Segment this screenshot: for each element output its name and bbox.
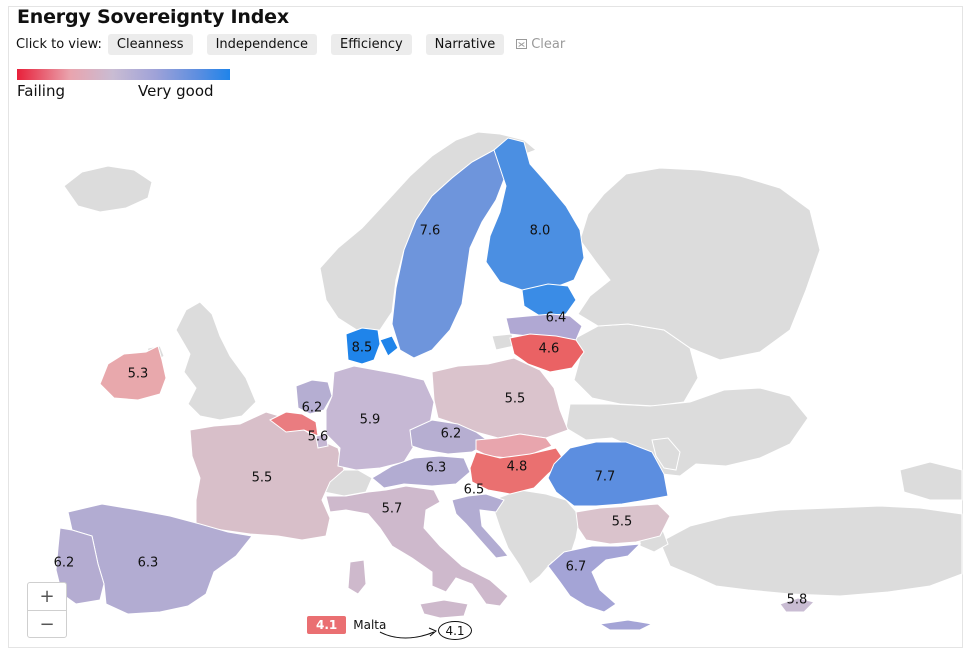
label-romania: 7.7 xyxy=(595,470,616,485)
label-austria: 6.3 xyxy=(426,461,447,476)
label-lithuania: 4.6 xyxy=(539,342,560,357)
country-greece[interactable] xyxy=(547,543,642,613)
country-germany[interactable] xyxy=(325,365,435,471)
country-austria[interactable] xyxy=(371,455,471,489)
country-lithuania[interactable] xyxy=(509,333,585,373)
malta-name: Malta xyxy=(353,618,387,632)
country-denmark[interactable] xyxy=(345,327,399,365)
clear-button[interactable]: Clear xyxy=(516,37,565,52)
country-bulgaria[interactable] xyxy=(575,503,671,545)
malta-badge: 4.1 xyxy=(307,616,347,634)
country-romania[interactable] xyxy=(547,441,669,507)
label-finland: 8.0 xyxy=(530,224,551,239)
country-belgium[interactable] xyxy=(269,411,319,437)
legend-low-label: Failing xyxy=(17,82,65,100)
page-title: Energy Sovereignty Index xyxy=(17,6,289,28)
label-cyprus: 5.8 xyxy=(787,593,808,608)
clear-label: Clear xyxy=(531,36,566,52)
country-italy-sicily[interactable] xyxy=(419,599,469,619)
country-poland[interactable] xyxy=(431,357,569,439)
view-button-narrative[interactable]: Narrative xyxy=(425,33,505,55)
zoom-in-button[interactable]: + xyxy=(39,586,55,607)
country-ireland[interactable] xyxy=(99,345,167,401)
country-turkey xyxy=(659,505,963,597)
label-sweden: 7.6 xyxy=(420,224,441,239)
label-czechia: 6.2 xyxy=(441,427,462,442)
view-prompt: Click to view: xyxy=(16,36,102,52)
country-italy[interactable] xyxy=(325,485,509,607)
country-portugal[interactable] xyxy=(55,527,105,605)
zoom-out-button[interactable]: − xyxy=(28,610,66,638)
country-luxembourg[interactable] xyxy=(315,433,329,449)
country-cyprus[interactable] xyxy=(779,597,815,613)
country-france[interactable] xyxy=(189,411,345,541)
view-button-independence[interactable]: Independence xyxy=(206,33,318,55)
legend-high-label: Very good xyxy=(138,82,214,100)
country-croatia[interactable] xyxy=(451,493,509,559)
malta-callout: 4.1 Malta xyxy=(307,616,386,634)
country-labels: 5.3 5.5 6.3 6.2 5.6 6.2 5.9 8.5 7.6 8.0 … xyxy=(54,224,808,608)
view-button-cleanness[interactable]: Cleanness xyxy=(107,33,193,55)
label-portugal: 6.2 xyxy=(54,556,75,571)
country-estonia[interactable] xyxy=(521,283,577,317)
country-finland[interactable] xyxy=(485,137,585,291)
label-ireland: 5.3 xyxy=(128,367,149,382)
label-denmark: 8.5 xyxy=(352,341,373,356)
country-uk xyxy=(175,301,257,421)
country-ukraine xyxy=(565,387,809,477)
label-greece: 6.7 xyxy=(566,560,587,575)
clear-icon xyxy=(516,39,528,49)
malta-arrowhead xyxy=(428,627,437,637)
eu-countries xyxy=(55,137,815,631)
label-hungary: 4.8 xyxy=(507,460,528,475)
label-latvia: 6.4 xyxy=(546,311,567,326)
country-greece-crete[interactable] xyxy=(598,619,654,631)
label-netherlands: 6.2 xyxy=(302,401,323,416)
non-eu-countries xyxy=(63,131,963,597)
country-latvia[interactable] xyxy=(505,313,583,341)
legend-gradient xyxy=(17,69,230,80)
country-caucasus xyxy=(899,461,963,501)
label-france: 5.5 xyxy=(252,471,273,486)
country-italy-sardinia[interactable] xyxy=(347,559,367,595)
label-spain: 6.3 xyxy=(138,556,159,571)
label-slovenia: 6.5 xyxy=(464,483,485,498)
country-sweden[interactable] xyxy=(391,149,507,359)
malta-arrow xyxy=(379,631,435,639)
label-bulgaria: 5.5 xyxy=(612,515,633,530)
label-poland: 5.5 xyxy=(505,392,526,407)
malta-marker[interactable]: 4.1 xyxy=(438,621,472,640)
label-germany: 5.9 xyxy=(360,413,381,428)
map-frame xyxy=(8,6,963,648)
view-button-efficiency[interactable]: Efficiency xyxy=(331,33,412,55)
label-italy: 5.7 xyxy=(382,502,403,517)
label-belgium: 5.6 xyxy=(308,430,329,445)
zoom-control: + − xyxy=(27,582,67,638)
country-moldova xyxy=(651,437,681,471)
view-toolbar: Click to view: Cleanness Independence Ef… xyxy=(16,33,565,55)
country-iceland xyxy=(63,165,153,213)
country-netherlands[interactable] xyxy=(295,379,333,415)
country-russia xyxy=(577,167,821,361)
